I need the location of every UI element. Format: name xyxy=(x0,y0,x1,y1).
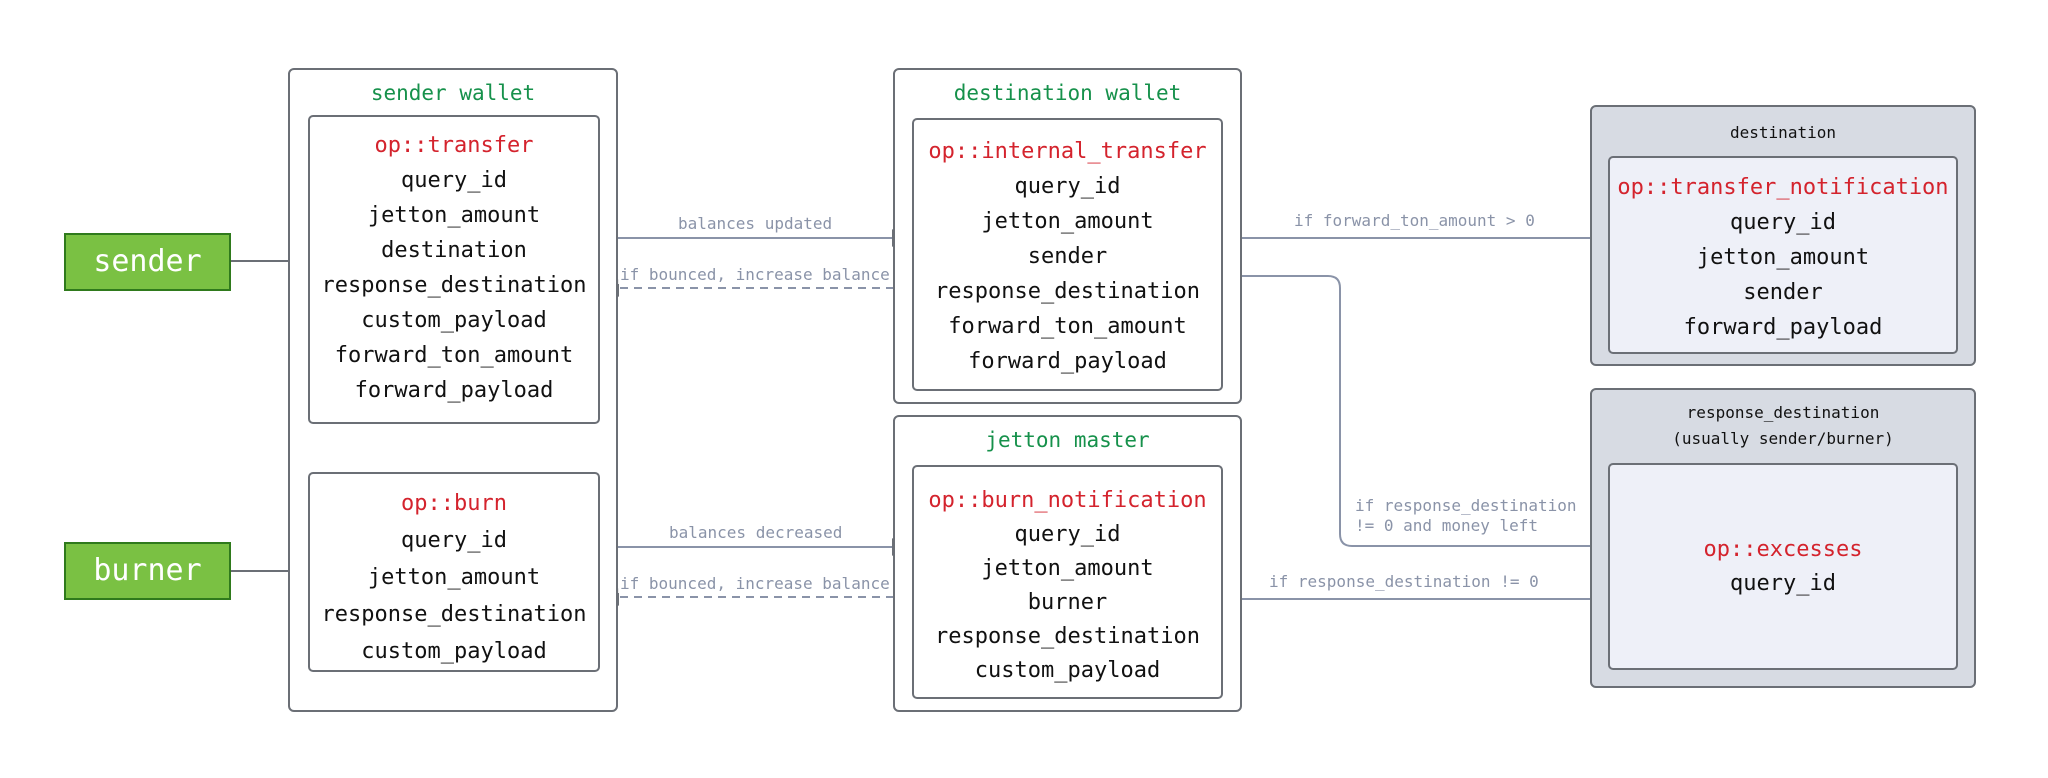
edge-label-balances-decreased: balances decreased xyxy=(667,523,845,542)
edge-label-resp-money-left: if response_destination != 0 and money l… xyxy=(1353,496,1579,536)
excesses-op: op::excesses xyxy=(1703,537,1863,562)
edge-resp-money-left xyxy=(1223,275,1614,555)
burn-notification-message: op::burn_notification query_id jetton_am… xyxy=(912,465,1223,699)
internal-transfer-field: forward_payload xyxy=(968,349,1167,374)
response-destination-title-line2: (usually sender/burner) xyxy=(1672,429,1894,448)
transfer-notification-field: query_id xyxy=(1730,210,1836,235)
burn-notification-field: query_id xyxy=(1014,522,1121,547)
burner-actor: burner xyxy=(64,542,231,600)
burn-notification-field: burner xyxy=(1027,590,1108,615)
internal-transfer-op: op::internal_transfer xyxy=(928,139,1207,164)
edge-label-bounce-burn: if bounced, increase balance xyxy=(618,574,892,593)
transfer-field: forward_ton_amount xyxy=(334,343,574,368)
burn-notification-field: custom_payload xyxy=(974,658,1161,683)
transfer-notification-message: op::transfer_notification query_id jetto… xyxy=(1608,156,1958,354)
sender-actor: sender xyxy=(64,233,231,291)
burn-field: jetton_amount xyxy=(367,565,541,590)
transfer-field: custom_payload xyxy=(361,308,547,333)
transfer-notification-op: op::transfer_notification xyxy=(1617,175,1949,200)
transfer-notification-field: forward_payload xyxy=(1683,315,1883,340)
internal-transfer-field: response_destination xyxy=(935,279,1200,304)
edge-label-resp-not-zero: if response_destination != 0 xyxy=(1267,572,1541,591)
burn-field: custom_payload xyxy=(361,639,547,664)
edge-label-balances-updated: balances updated xyxy=(676,214,835,233)
transfer-field: query_id xyxy=(401,168,507,193)
excesses-message: op::excesses query_id xyxy=(1608,463,1958,670)
transfer-notification-field: jetton_amount xyxy=(1696,245,1870,270)
burn-notification-field: response_destination xyxy=(935,624,1200,649)
internal-transfer-field: jetton_amount xyxy=(981,209,1154,234)
destination-wallet-title: destination wallet xyxy=(953,81,1182,105)
internal-transfer-field: sender xyxy=(1027,244,1108,269)
transfer-message: op::transfer query_id jetton_amount dest… xyxy=(308,115,600,424)
transfer-field: jetton_amount xyxy=(367,203,541,228)
excesses-field: query_id xyxy=(1730,571,1836,596)
internal-transfer-field: query_id xyxy=(1014,174,1121,199)
transfer-notification-field: sender xyxy=(1743,280,1823,305)
transfer-op: op::transfer xyxy=(374,133,534,158)
burn-field: query_id xyxy=(401,528,507,553)
burn-message: op::burn query_id jetton_amount response… xyxy=(308,472,600,672)
jetton-master-title: jetton master xyxy=(985,428,1150,452)
internal-transfer-field: forward_ton_amount xyxy=(948,314,1187,339)
edge-label-forward-ton: if forward_ton_amount > 0 xyxy=(1292,211,1537,230)
edge-label-bounce-transfer: if bounced, increase balance xyxy=(618,265,892,284)
burn-notification-field: jetton_amount xyxy=(981,556,1154,581)
response-destination-title: response_destination (usually sender/bur… xyxy=(1592,400,1974,452)
edge-label-resp-money-left-line2: != 0 and money left xyxy=(1355,516,1539,535)
transfer-field: destination xyxy=(381,238,527,263)
sender-wallet-title: sender wallet xyxy=(370,81,536,105)
burn-op: op::burn xyxy=(401,491,507,516)
internal-transfer-message: op::internal_transfer query_id jetton_am… xyxy=(912,118,1223,391)
transfer-field: forward_payload xyxy=(354,378,554,403)
burn-notification-op: op::burn_notification xyxy=(928,488,1207,513)
transfer-field: response_destination xyxy=(321,273,587,298)
response-destination-title-line1: response_destination xyxy=(1686,403,1880,422)
burn-field: response_destination xyxy=(321,602,587,627)
edge-label-resp-money-left-line1: if response_destination xyxy=(1355,496,1577,515)
destination-title: destination xyxy=(1730,123,1836,142)
